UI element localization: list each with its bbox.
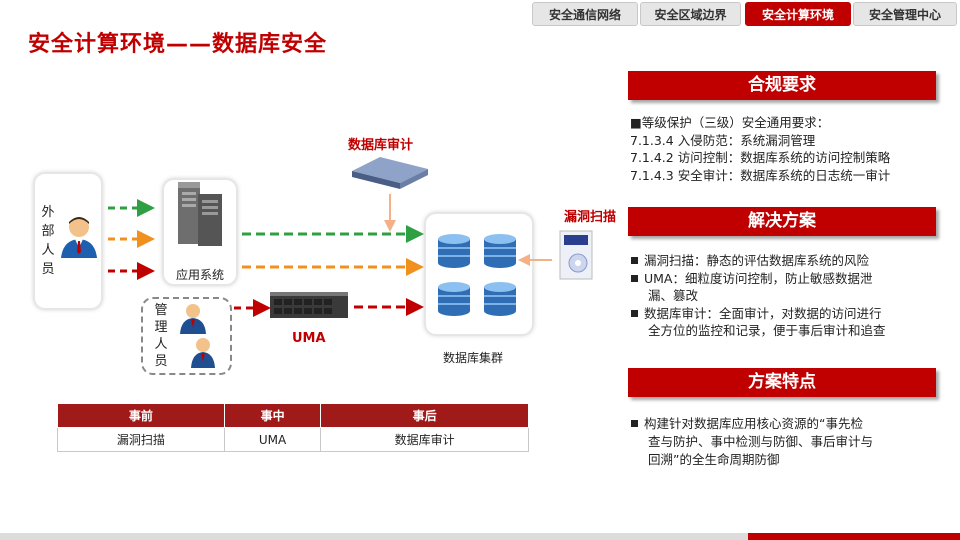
solution-item: 数据库审计：全面审计，对数据的访问进行: [631, 305, 882, 322]
table-cell: UMA: [223, 427, 322, 452]
compliance-line: 7.1.4.2 访问控制：数据库系统的访问控制策略: [630, 150, 891, 165]
external-users-box: [33, 172, 103, 310]
phase-table: 事前 事中 事后 漏洞扫描 UMA 数据库审计: [57, 403, 529, 452]
db-cluster-box: [424, 212, 534, 336]
features-header: 方案特点: [628, 368, 936, 397]
table-header: 事中: [223, 403, 322, 428]
table-header: 事后: [320, 403, 529, 428]
uma-device-icon: [270, 292, 348, 318]
page-title: 安全计算环境——数据库安全: [28, 32, 328, 57]
compliance-line: 7.1.4.3 安全审计：数据库系统的日志统一审计: [630, 168, 891, 183]
external-users-label: 外 部 人 员: [41, 205, 55, 277]
admin-icon: [180, 304, 206, 334]
solution-item-cont: 漏、篡改: [648, 288, 699, 303]
compliance-line: 7.1.3.4 入侵防范：系统漏洞管理: [630, 133, 816, 148]
features-item: 构建针对数据库应用核心资源的“事先检: [631, 415, 863, 432]
solution-header: 解决方案: [628, 207, 936, 236]
admin-users-label: 管 理 人 员: [154, 303, 168, 369]
app-system-label: 应用系统: [176, 268, 225, 282]
db-audit-device-icon: [352, 157, 428, 189]
server-icon: [178, 182, 222, 246]
user-icon: [61, 217, 97, 258]
vuln-scan-box-icon: [559, 230, 593, 280]
db-audit-label: 数据库审计: [348, 138, 414, 153]
tab-mgmt-center[interactable]: 安全管理中心: [853, 2, 957, 26]
features-item-cont: 回溯”的全生命周期防御: [648, 452, 780, 467]
table-cell: 数据库审计: [320, 427, 529, 452]
footer-bar: [0, 533, 960, 540]
solution-item-cont: 全方位的监控和记录，便于事后审计和追查: [648, 323, 886, 338]
footer-accent: [748, 533, 960, 540]
compliance-header: 合规要求: [628, 71, 936, 100]
solution-item: 漏洞扫描：静态的评估数据库系统的风险: [631, 252, 869, 269]
table-header: 事前: [57, 403, 225, 428]
compliance-line: ■等级保护（三级）安全通用要求：: [630, 115, 830, 130]
features-item-cont: 查与防护、事中检测与防御、事后审计与: [648, 434, 874, 449]
uma-label: UMA: [292, 331, 326, 346]
table-row: 漏洞扫描 UMA 数据库审计: [57, 427, 529, 452]
admin-icon: [191, 338, 215, 368]
vuln-scan-label: 漏洞扫描: [564, 210, 617, 225]
tab-area-boundary[interactable]: 安全区域边界: [640, 2, 741, 26]
tab-compute-env[interactable]: 安全计算环境: [745, 2, 851, 26]
solution-item: UMA：细粒度访问控制，防止敏感数据泄: [631, 270, 873, 287]
tab-secure-network[interactable]: 安全通信网络: [532, 2, 638, 26]
db-cluster-label: 数据库集群: [443, 351, 504, 365]
table-cell: 漏洞扫描: [57, 427, 225, 452]
